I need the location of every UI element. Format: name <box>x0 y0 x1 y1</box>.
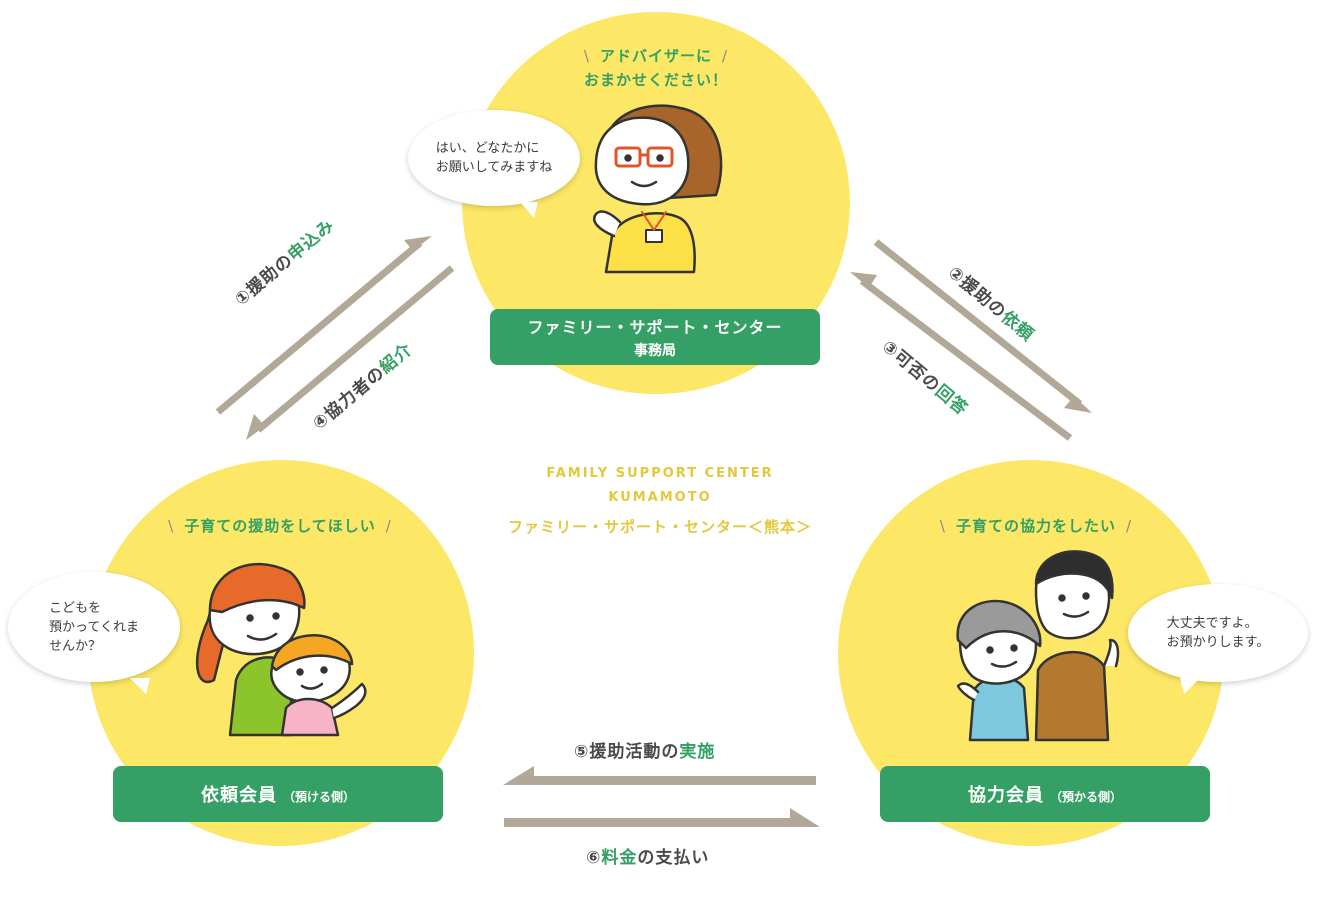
arrow-6 <box>504 818 794 827</box>
arrow-2 <box>873 239 1083 407</box>
requester-label-sub: （預ける側） <box>282 790 355 804</box>
bubble-tail <box>520 202 538 218</box>
step-6-highlight: 料金 <box>601 848 638 868</box>
office-tagline: \アドバイザーに/ おまかせください！ <box>546 44 766 92</box>
arrow-6-head <box>790 808 820 827</box>
requester-tagline: \子育ての援助をしてほしい/ <box>168 517 392 535</box>
office-label-line1: ファミリー・サポート・センター <box>527 318 783 337</box>
step-6-label: ⑥料金の支払い <box>586 843 709 868</box>
arrow-4 <box>255 265 455 433</box>
helper-label: 協力会員 （預かる側） <box>880 766 1210 822</box>
arrow-1 <box>215 240 423 415</box>
step-6-post: の支払い <box>637 848 710 868</box>
step-5-label: ⑤援助活動の実施 <box>574 737 715 762</box>
bubble-tail <box>130 678 150 694</box>
arrow-5 <box>530 776 816 785</box>
requester-label-main: 依頼会員 <box>200 785 277 806</box>
requester-speech-text: こどもを 預かってくれま せんか？ <box>49 600 139 654</box>
requester-tagline-text: 子育ての援助をしてほしい <box>184 517 376 535</box>
center-title: FAMILY SUPPORT CENTER KUMAMOTO ファミリー・サポー… <box>460 462 860 537</box>
office-speech-bubble: はい、どなたかに お願いしてみますね <box>408 110 580 218</box>
arrow-3-head <box>850 272 877 288</box>
step-5-highlight: 実施 <box>679 742 716 762</box>
office-label-line2: 事務局 <box>634 343 676 359</box>
helper-speech-text: 大丈夫ですよ。 お預かりします。 <box>1166 616 1270 650</box>
office-speech-text: はい、どなたかに お願いしてみますね <box>435 141 553 175</box>
arrow-2-head <box>1064 396 1092 413</box>
arrow-1-head <box>404 236 432 251</box>
office-label: ファミリー・サポート・センター 事務局 <box>490 309 820 365</box>
helper-label-sub: （預かる側） <box>1049 790 1122 804</box>
center-title-en-2: KUMAMOTO <box>608 490 712 505</box>
helper-label-main: 協力会員 <box>967 785 1044 806</box>
arrow-5-head <box>503 766 534 785</box>
helper-tagline-text: 子育ての協力をしたい <box>955 517 1116 535</box>
requester-speech-bubble: こどもを 預かってくれま せんか？ <box>8 572 180 694</box>
center-title-en-1: FAMILY SUPPORT CENTER <box>546 466 774 481</box>
office-tagline-line2: おまかせください！ <box>583 71 728 89</box>
step-6-pre: ⑥ <box>586 848 602 868</box>
arrow-4-head <box>246 414 265 440</box>
bubble-tail <box>1180 678 1200 694</box>
helper-speech-bubble: 大丈夫ですよ。 お預かりします。 <box>1128 584 1308 694</box>
helper-tagline: \子育ての協力をしたい/ <box>939 517 1133 535</box>
requester-label: 依頼会員 （預ける側） <box>113 766 443 822</box>
office-tagline-line1: アドバイザーに <box>599 47 712 65</box>
step-5-pre: ⑤援助活動の <box>574 742 680 762</box>
arrow-3 <box>859 278 1073 441</box>
center-title-ja: ファミリー・サポート・センター＜熊本＞ <box>507 518 812 536</box>
